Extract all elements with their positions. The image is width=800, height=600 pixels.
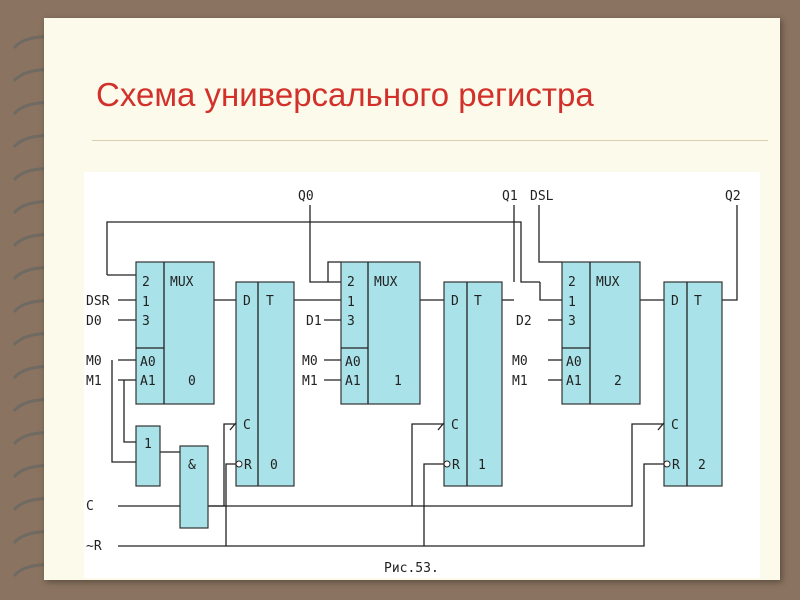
stage-0: 2 1 3 MUX A0 A1 0 DSR D0 M0 M1 D T C R 0 xyxy=(86,261,295,487)
trig2-c: C xyxy=(671,418,679,433)
stage0-m0-label: M0 xyxy=(86,354,102,369)
trigger-1-block xyxy=(443,281,503,487)
clock-label: C xyxy=(86,499,94,514)
mux0-in2: 2 xyxy=(142,275,150,290)
wire-dsl-input xyxy=(538,205,562,263)
wire-clock-to-c1 xyxy=(411,423,444,506)
mux-1-block xyxy=(340,261,421,405)
stage0-d0-label: D0 xyxy=(86,314,102,329)
mux2-index: 2 xyxy=(614,374,622,389)
wire-m0-to-or xyxy=(111,360,136,463)
output-q0-label: Q0 xyxy=(298,189,314,204)
wiring xyxy=(106,205,738,547)
stage1-m1-label: M1 xyxy=(302,374,318,389)
trig0-index: 0 xyxy=(270,458,278,473)
mux1-in3: 3 xyxy=(347,314,355,329)
wire-reset-to-r1 xyxy=(423,463,444,546)
trig0-c: C xyxy=(243,418,251,433)
register-schematic: Q0 Q1 DSL Q2 2 1 3 MUX A0 A1 0 DSR D0 M0… xyxy=(84,172,760,578)
stage1-m0-label: M0 xyxy=(302,354,318,369)
mux0-in3: 3 xyxy=(142,314,150,329)
trig2-t: T xyxy=(694,294,702,309)
trig2-index: 2 xyxy=(698,458,706,473)
trigger-2-block xyxy=(663,281,723,487)
title-divider xyxy=(92,140,768,141)
mux2-a0: A0 xyxy=(566,355,582,370)
trig1-t: T xyxy=(474,294,482,309)
stage1-d1-label: D1 xyxy=(306,314,322,329)
wire-clock-bus xyxy=(208,423,664,507)
trig1-d: D xyxy=(451,294,459,309)
stage2-d2-label: D2 xyxy=(516,314,532,329)
mux2-a1: A1 xyxy=(566,374,582,389)
stage-1: 2 1 3 MUX A0 A1 1 D1 M0 M1 D T C R 1 xyxy=(302,261,503,487)
mux0-a0: A0 xyxy=(140,355,156,370)
wire-clock-to-c0 xyxy=(208,423,236,507)
wire-q0-to-mux1 xyxy=(327,261,341,282)
output-q1-label: Q1 xyxy=(502,189,518,204)
wire-q1-feedback xyxy=(106,221,540,283)
mux-2-block xyxy=(561,261,641,405)
trig1-index: 1 xyxy=(478,458,486,473)
and-gate-symbol: & xyxy=(188,458,196,473)
stage0-m1-label: M1 xyxy=(86,374,102,389)
wire-reset-to-r0 xyxy=(225,463,236,546)
stage2-m1-label: M1 xyxy=(512,374,528,389)
mux0-index: 0 xyxy=(188,374,196,389)
mux2-in2: 2 xyxy=(568,275,576,290)
mux1-index: 1 xyxy=(394,374,402,389)
mux1-a0: A0 xyxy=(345,355,361,370)
mux1-title: MUX xyxy=(374,275,398,290)
wire-q0-output xyxy=(309,205,341,283)
output-q2-label: Q2 xyxy=(725,189,741,204)
slide-title: Схема универсального регистра xyxy=(96,76,594,113)
stage0-dsr-label: DSR xyxy=(86,294,110,309)
trig1-c: C xyxy=(451,418,459,433)
mux-0-block xyxy=(135,261,215,405)
wire-q1-to-mux2 xyxy=(539,282,562,301)
serial-left-label: DSL xyxy=(530,189,554,204)
mux0-in1: 1 xyxy=(142,295,150,310)
mux0-title: MUX xyxy=(170,275,194,290)
figure-caption: Рис.53. xyxy=(384,561,439,576)
trig0-d: D xyxy=(243,294,251,309)
reset-label: ~R xyxy=(86,539,102,554)
stage-2: 2 1 3 MUX A0 A1 2 D2 M0 M1 D T C R 2 xyxy=(512,261,723,487)
or-gate-symbol: 1 xyxy=(144,437,152,452)
mux1-a1: A1 xyxy=(345,374,361,389)
trig0-t: T xyxy=(266,294,274,309)
mux0-a1: A1 xyxy=(140,374,156,389)
mux2-in1: 1 xyxy=(568,295,576,310)
stage2-m0-label: M0 xyxy=(512,354,528,369)
schematic-svg: Q0 Q1 DSL Q2 2 1 3 MUX A0 A1 0 DSR D0 M0… xyxy=(86,189,741,576)
trigger-0-block xyxy=(235,281,295,487)
mux2-in3: 3 xyxy=(568,314,576,329)
mux1-in1: 1 xyxy=(347,295,355,310)
trig0-r: R xyxy=(244,458,252,473)
trig2-r: R xyxy=(672,458,680,473)
and-gate xyxy=(179,445,209,529)
wire-reset-bus xyxy=(118,463,664,547)
trig1-r: R xyxy=(452,458,460,473)
slide-page: Схема универсального регистра xyxy=(44,18,780,580)
trig2-d: D xyxy=(671,294,679,309)
or-gate xyxy=(135,425,161,487)
wire-m1-to-or xyxy=(123,380,136,443)
mux2-title: MUX xyxy=(596,275,620,290)
mux1-in2: 2 xyxy=(347,275,355,290)
